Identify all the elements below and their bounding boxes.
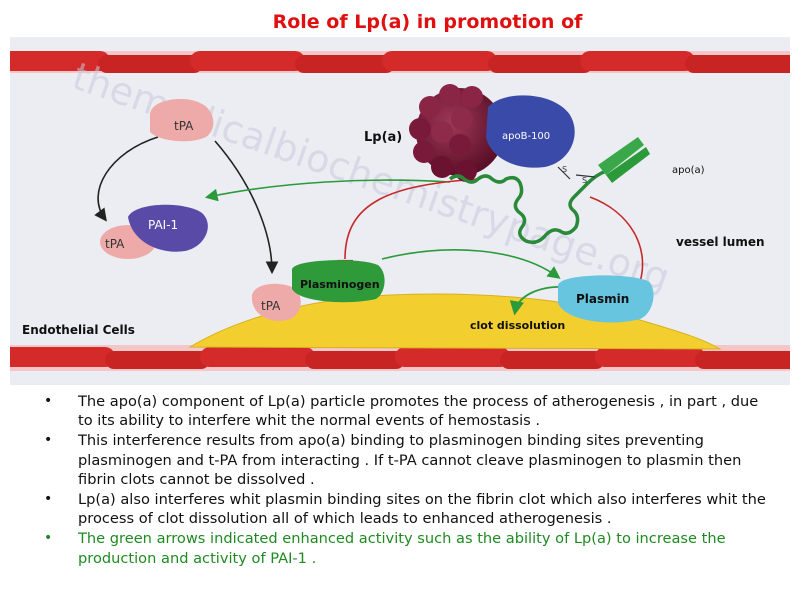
- label-vessel-lumen: vessel lumen: [676, 235, 765, 249]
- svg-text:PAI-1: PAI-1: [148, 218, 178, 232]
- svg-text:apoB-100: apoB-100: [502, 131, 550, 142]
- bullet-text: The apo(a) component of Lp(a) particle p…: [78, 393, 759, 430]
- plasmin: Plasmin: [558, 275, 654, 323]
- svg-text:Plasmin: Plasmin: [576, 292, 629, 306]
- green-arrow-to-pai1: [204, 179, 451, 202]
- apoa-chain: S S: [448, 137, 650, 245]
- svg-text:S: S: [582, 176, 587, 185]
- bullet-item: • This interference results from apo(a) b…: [40, 431, 770, 489]
- red-inhibit-plasmin: [589, 196, 644, 283]
- svg-text:Plasminogen: Plasminogen: [300, 278, 380, 291]
- bullet-text: The green arrows indicated enhanced acti…: [78, 530, 726, 567]
- bullet-text: Lp(a) also interferes whit plasmin bindi…: [78, 491, 766, 528]
- tpa-plasminogen-complex: tPA Plasminogen: [251, 260, 385, 321]
- pai1-complex: PAI-1 tPA: [100, 204, 208, 259]
- label-lpa: Lp(a): [364, 130, 402, 145]
- svg-text:tPA: tPA: [105, 237, 125, 251]
- tpa-top: tPA: [150, 99, 214, 142]
- arrow-tpa-to-pai1: [94, 136, 159, 222]
- label-apoa: apo(a): [672, 165, 705, 176]
- bullet-item: • Lp(a) also interferes whit plasmin bind…: [40, 490, 770, 528]
- bullet-text: This interference results from apo(a) bi…: [78, 432, 742, 488]
- vessel-wall-bottom: [10, 345, 790, 371]
- arrow-tpa-to-plasminogen: [214, 140, 279, 275]
- svg-text:tPA: tPA: [174, 119, 194, 133]
- lpa-particle: apoB-100: [409, 84, 575, 182]
- bullet-marker: •: [44, 530, 53, 547]
- green-arrow-plasminogen-to-plasmin: [381, 249, 561, 279]
- bullet-marker: •: [44, 491, 53, 508]
- bullet-marker: •: [44, 393, 53, 409]
- red-inhibit-plasminogen: [344, 178, 479, 260]
- bullet-marker: •: [44, 432, 53, 449]
- label-clot-dissolution: clot dissolution: [470, 319, 565, 332]
- bullet-item: • The apo(a) component of Lp(a) particle …: [40, 392, 770, 430]
- vessel-wall-top: [10, 51, 790, 73]
- label-endothelial-cells: Endothelial Cells: [22, 323, 135, 337]
- bullet-list: • The apo(a) component of Lp(a) particle …: [40, 392, 770, 569]
- svg-text:S: S: [562, 165, 567, 174]
- svg-text:tPA: tPA: [261, 299, 281, 313]
- bullet-item-green: • The green arrows indicated enhanced act…: [40, 529, 770, 567]
- lpa-diagram: themedicalbiochemistrypage.org tPA PAI-1…: [10, 37, 790, 385]
